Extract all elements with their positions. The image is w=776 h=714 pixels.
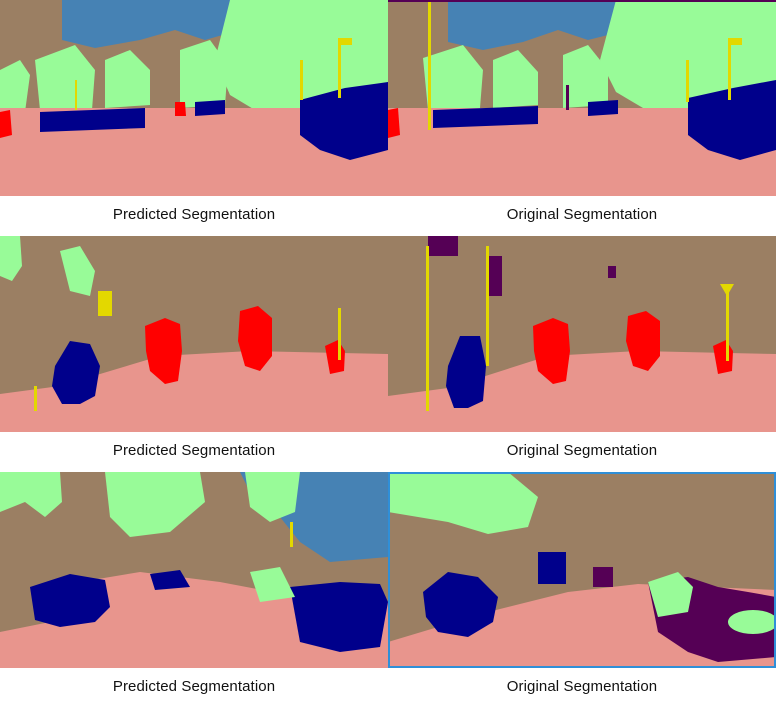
row2-original-panel: Original Segmentation: [388, 236, 776, 472]
row2-predicted-caption: Predicted Segmentation: [112, 442, 276, 459]
row2-original-caption: Original Segmentation: [506, 442, 658, 459]
row1-predicted-panel: Predicted Segmentation: [0, 0, 388, 236]
row3-original-panel: Original Segmentation: [388, 472, 776, 714]
row1-original-panel: Original Segmentation: [388, 0, 776, 236]
row3-original-image: [388, 472, 776, 668]
row3-original-caption: Original Segmentation: [506, 678, 658, 695]
row3-predicted-caption: Predicted Segmentation: [112, 678, 276, 695]
row2-predicted-image: [0, 236, 388, 432]
row1-predicted-image: [0, 0, 388, 196]
row1-predicted-caption: Predicted Segmentation: [112, 206, 276, 223]
row1-original-caption: Original Segmentation: [506, 206, 658, 223]
row2-original-image: [388, 236, 776, 432]
row1-original-image: [388, 0, 776, 196]
row3-predicted-image: [0, 472, 388, 668]
row3-predicted-panel: Predicted Segmentation: [0, 472, 388, 714]
row2-predicted-panel: Predicted Segmentation: [0, 236, 388, 472]
